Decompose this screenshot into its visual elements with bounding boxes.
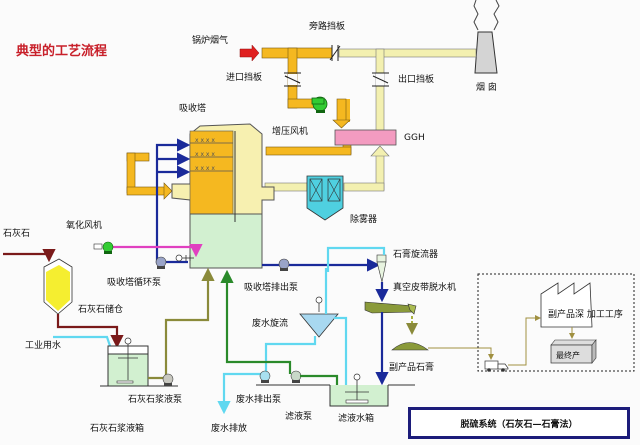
label-wastewater-cyclone: 废水旋流 — [252, 319, 289, 329]
wastewater-cyclone-underflow — [334, 316, 348, 393]
label-filtrate-tank: 滤液水箱 — [338, 414, 375, 424]
label-limestone-silo: 石灰石储仓 — [78, 305, 124, 315]
filtrate-to-absorber-line — [220, 269, 292, 374]
label-chimney: 烟 囱 — [476, 83, 497, 93]
svg-text:x x x x: x x x x — [195, 137, 215, 144]
vacuum-belt-filter — [364, 301, 417, 315]
label-slurry-pump: 石灰石浆液泵 — [128, 395, 183, 405]
booster-fan — [311, 96, 328, 113]
slurry-feed-line — [148, 267, 215, 380]
legend-box: 脱硫系统（石灰石—石膏法） — [408, 407, 630, 439]
discharge-pump — [278, 258, 290, 271]
limestone-slurry-tank — [100, 337, 178, 387]
cyclone-overflow-line — [326, 246, 386, 272]
absorber-tower: x x x x x x x x x x x x — [171, 123, 275, 269]
label-oxidation-fan: 氧化风机 — [66, 221, 103, 231]
label-gypsum-cyclone: 石膏旋流器 — [393, 250, 439, 260]
label-outlet-damper: 出口挡板 — [398, 75, 435, 85]
label-byproduct-gypsum: 副产品石膏 — [389, 363, 435, 373]
page-title: 典型的工艺流程 — [16, 44, 108, 59]
industrial-water-line — [53, 335, 112, 347]
wastewater-cyclone — [299, 296, 339, 338]
label-final-product: 最终产 — [556, 351, 580, 360]
byproduct-area — [477, 273, 635, 372]
flue-gas-inlet-arrow — [239, 44, 260, 62]
limestone-feed-line — [3, 249, 56, 263]
label-demister: 除雾器 — [350, 215, 378, 225]
wastewater-discharge-line — [217, 372, 264, 415]
label-wastewater-discharge: 废水排放 — [211, 424, 248, 434]
svg-text:x x x x: x x x x — [195, 151, 215, 158]
label-absorber: 吸收塔 — [179, 104, 207, 114]
smoke-right — [493, 0, 500, 31]
label-booster-fan: 增压风机 — [272, 127, 309, 137]
truck-to-plant-line — [508, 315, 541, 366]
inlet-damper — [284, 72, 301, 87]
valve-agitator — [175, 254, 194, 262]
label-ggh: GGH — [404, 133, 425, 143]
wastewater-cyclone-overflow — [264, 336, 317, 372]
ggh — [334, 129, 397, 146]
label-filtrate-pump: 滤液泵 — [285, 412, 313, 422]
smoke-left — [473, 0, 479, 31]
spray-lines — [155, 138, 191, 264]
gypsum-transport-line — [428, 347, 494, 360]
wastewater-pump — [259, 370, 271, 383]
truck-icon — [484, 360, 509, 372]
final-product-block — [550, 339, 597, 364]
clean-flue-duct — [264, 48, 477, 192]
label-boiler-flue-gas: 锅炉烟气 — [192, 36, 229, 46]
limestone-silo — [43, 258, 73, 315]
label-slurry-tank: 石灰石浆液箱 — [90, 424, 145, 434]
gypsum-pile — [391, 342, 429, 351]
oxidation-air-line — [110, 244, 203, 258]
filtrate-pump — [290, 370, 302, 383]
outlet-damper — [372, 72, 389, 87]
legend-text: 脱硫系统（石灰石—石膏法） — [460, 419, 578, 430]
bypass-damper — [329, 45, 341, 61]
label-limestone: 石灰石 — [3, 229, 31, 239]
label-processing-plant: 副产品深 加工工序 — [548, 310, 623, 320]
label-bypass-damper: 旁路挡板 — [309, 22, 346, 32]
label-vacuum-filter: 真空皮带脱水机 — [393, 283, 457, 293]
gypsum-cyclone — [376, 254, 387, 283]
filtrate-tank — [329, 373, 415, 407]
label-industrial-water: 工业用水 — [25, 341, 62, 351]
svg-text:x x x x: x x x x — [195, 165, 215, 172]
label-wastewater-pump: 废水排出泵 — [236, 395, 282, 405]
slurry-pump — [162, 373, 174, 386]
circulation-pump — [155, 256, 167, 269]
label-circulation-pump: 吸收塔循环泵 — [107, 278, 162, 288]
oxidation-fan — [93, 241, 114, 254]
silo-to-tank-line — [56, 314, 124, 349]
label-discharge-pump: 吸收塔排出泵 — [244, 283, 299, 293]
demister — [306, 175, 344, 221]
chimney — [474, 31, 498, 74]
label-inlet-damper: 进口挡板 — [226, 73, 263, 83]
factory-icon — [540, 282, 593, 328]
